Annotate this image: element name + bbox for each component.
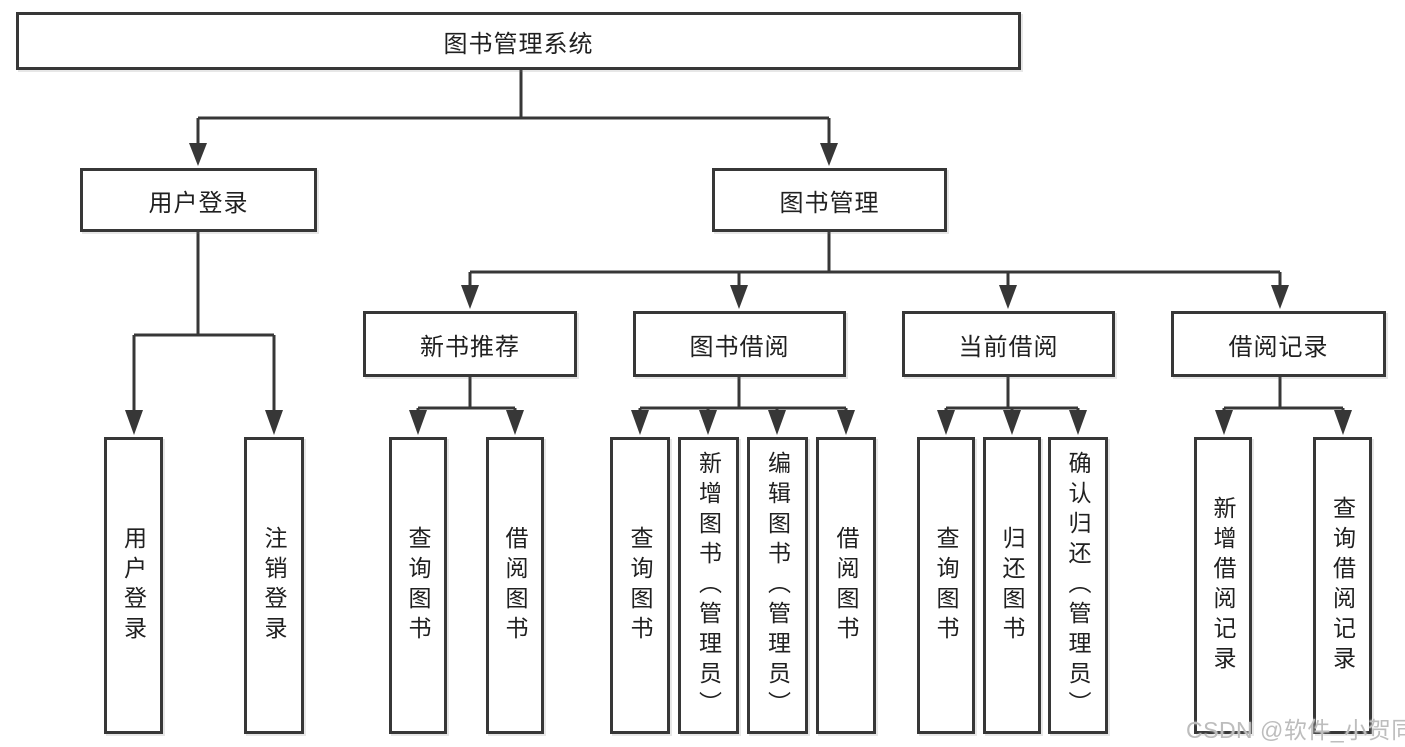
node-book-borrow: 图书借阅 [633,311,846,377]
leaf-label: 编辑图书（管理员） [764,450,791,721]
node-label: 当前借阅 [958,333,1059,361]
leaf-label: 用户登录 [120,525,147,646]
node-borrow-records: 借阅记录 [1171,311,1386,377]
leaf-add-borrow-record: 新增借阅记录 [1194,437,1252,734]
leaf-borrow-books-recommend: 借阅图书 [486,437,544,734]
leaf-label: 查询图书 [405,525,431,646]
leaf-logout: 注销登录 [244,437,304,734]
node-new-book-recommend: 新书推荐 [363,311,577,377]
leaf-return-book: 归还图书 [983,437,1041,734]
leaf-borrow-books-2: 借阅图书 [816,437,876,734]
leaf-label: 查询借阅记录 [1329,495,1356,676]
node-label: 图书借阅 [689,333,790,361]
leaf-label: 新增图书（管理员） [695,450,722,721]
arrowhead-icons [125,143,1352,435]
node-label: 用户登录 [148,189,249,217]
leaf-label: 确认归还（管理员） [1065,450,1091,721]
leaf-query-books-current: 查询图书 [917,437,975,734]
leaf-label: 注销登录 [261,525,287,646]
leaf-add-book-admin: 新增图书（管理员） [678,437,739,734]
csdn-watermark: CSDN @软件_小贺同学 [1186,717,1405,743]
node-root-library-system: 图书管理系统 [16,12,1021,70]
node-label: 新书推荐 [420,333,520,361]
leaf-label: 归还图书 [999,525,1025,646]
leaf-label: 新增借阅记录 [1210,495,1236,676]
leaf-confirm-return-admin: 确认归还（管理员） [1048,437,1108,734]
leaf-edit-book-admin: 编辑图书（管理员） [747,437,808,734]
node-book-management: 图书管理 [712,168,947,232]
leaf-label: 借阅图书 [833,525,859,646]
node-user-login: 用户登录 [80,168,317,232]
leaf-query-books-recommend: 查询图书 [389,437,447,734]
leaf-user-login: 用户登录 [104,437,163,734]
node-label: 借阅记录 [1228,333,1329,361]
leaf-query-books-borrow: 查询图书 [610,437,670,734]
node-label: 图书管理 [779,189,880,217]
leaf-label: 借阅图书 [502,525,528,646]
leaf-label: 查询图书 [933,525,959,646]
leaf-label: 查询图书 [627,525,653,646]
leaf-query-borrow-record: 查询借阅记录 [1313,437,1372,734]
node-label: 图书管理系统 [443,30,594,58]
node-current-borrow: 当前借阅 [902,311,1115,377]
